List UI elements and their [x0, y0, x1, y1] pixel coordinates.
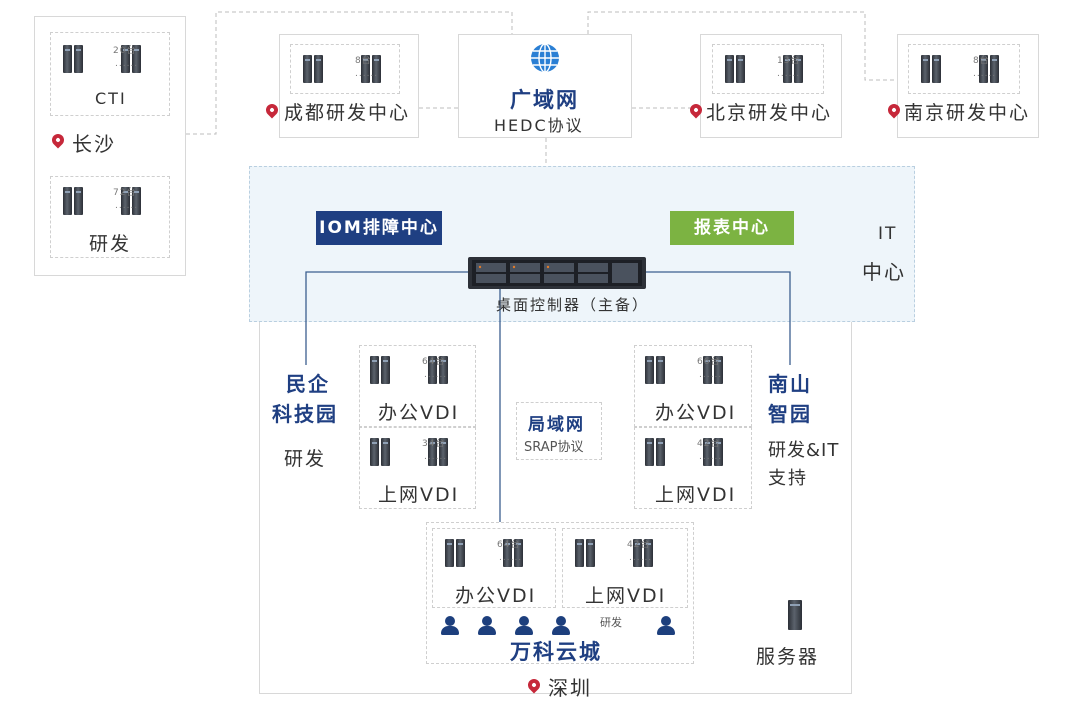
server-count: 20台 — [113, 46, 137, 56]
server-rack-icon — [725, 55, 805, 87]
server-rack-icon — [575, 539, 655, 571]
group-label: 办公VDI — [455, 585, 537, 607]
lan-box — [516, 402, 602, 460]
beijing-server-group: 13台 ...... — [712, 44, 824, 94]
vanke-rd-tag: 研发 — [600, 616, 622, 629]
server-count: 13台 — [777, 56, 801, 66]
server-tower-icon — [788, 600, 804, 634]
minqi-name-line2: 科技园 — [272, 402, 338, 426]
group-label: CTI — [95, 89, 127, 108]
server-rack-icon — [63, 45, 143, 77]
server-count: 8台 — [973, 56, 990, 66]
dots-separator: ...... — [629, 553, 653, 563]
minqi-office-vdi-group: 64台 ...... 办公VDI — [359, 345, 476, 427]
wan-title: 广域网 — [510, 88, 579, 112]
server-rack-icon — [370, 438, 450, 470]
minqi-name-line1: 民企 — [286, 372, 330, 396]
changsha-rd-group: 72台 ...... 研发 — [50, 176, 170, 258]
it-label-top: IT — [878, 224, 898, 244]
desktop-controller-server-icon — [468, 257, 646, 289]
group-label: 办公VDI — [378, 402, 460, 424]
city-label: 长沙 — [72, 132, 116, 156]
nanshan-dept-line1: 研发&IT — [768, 440, 840, 461]
nanshan-dept-line2: 支持 — [768, 468, 808, 489]
server-count: 8台 — [355, 56, 372, 66]
dots-separator: ...... — [973, 69, 997, 79]
user-icon — [551, 616, 571, 636]
group-label: 上网VDI — [655, 484, 737, 506]
server-rack-icon — [921, 55, 1001, 87]
group-label: 办公VDI — [655, 402, 737, 424]
dots-separator: ...... — [777, 69, 801, 79]
report-center-tag: 报表中心 — [670, 211, 794, 245]
vanke-internet-vdi-group: 42台 ...... 上网VDI — [562, 528, 688, 608]
server-count: 64台 — [497, 540, 521, 550]
lan-title: 局域网 — [528, 415, 585, 435]
nanjing-server-group: 8台 ...... — [908, 44, 1020, 94]
it-label-bottom: 中心 — [862, 260, 906, 284]
dots-separator: ...... — [424, 370, 448, 380]
nanshan-name-line2: 智园 — [768, 402, 812, 426]
dots-separator: ...... — [424, 452, 448, 462]
user-icon — [477, 616, 497, 636]
server-count: 64台 — [422, 357, 446, 367]
server-count: 72台 — [113, 188, 137, 198]
wan-protocol: HEDC协议 — [494, 116, 584, 135]
city-label: 深圳 — [548, 676, 592, 700]
dots-separator: ...... — [699, 452, 723, 462]
site-label: 成都研发中心 — [284, 102, 411, 124]
server-count: 66台 — [697, 357, 721, 367]
iom-center-tag: IOM排障中心 — [316, 211, 442, 245]
changsha-cti-group: 20台 ...... CTI — [50, 32, 170, 116]
user-icon — [440, 616, 460, 636]
server-rack-icon — [370, 356, 450, 388]
vanke-office-vdi-group: 64台 ...... 办公VDI — [432, 528, 556, 608]
controller-label: 桌面控制器（主备） — [496, 296, 650, 314]
server-legend-label: 服务器 — [756, 646, 820, 668]
group-label: 上网VDI — [378, 484, 460, 506]
lan-protocol: SRAP协议 — [524, 440, 584, 455]
server-rack-icon — [645, 438, 725, 470]
group-label: 研发 — [89, 233, 132, 255]
server-count: 42台 — [697, 439, 721, 449]
chengdu-server-group: 8台 ...... — [290, 44, 400, 94]
minqi-dept: 研发 — [284, 448, 327, 470]
dots-separator: ...... — [115, 59, 139, 69]
nanshan-internet-vdi-group: 42台 ...... 上网VDI — [634, 427, 752, 509]
dots-separator: ...... — [355, 69, 379, 79]
user-icon — [656, 616, 676, 636]
dots-separator: ...... — [115, 201, 139, 211]
server-rack-icon — [645, 356, 725, 388]
server-rack-icon — [445, 539, 525, 571]
globe-icon — [531, 43, 559, 73]
site-label: 南京研发中心 — [904, 102, 1031, 124]
nanshan-name-line1: 南山 — [768, 372, 812, 396]
site-label: 北京研发中心 — [706, 102, 833, 124]
server-count: 42台 — [627, 540, 651, 550]
dots-separator: ...... — [699, 370, 723, 380]
server-rack-icon — [303, 55, 383, 87]
vanke-name: 万科云城 — [510, 640, 602, 664]
server-rack-icon — [63, 187, 143, 219]
server-count: 34台 — [422, 439, 446, 449]
nanshan-office-vdi-group: 66台 ...... 办公VDI — [634, 345, 752, 427]
user-icon — [514, 616, 534, 636]
group-label: 上网VDI — [585, 585, 667, 607]
minqi-internet-vdi-group: 34台 ...... 上网VDI — [359, 427, 476, 509]
dots-separator: ...... — [499, 553, 523, 563]
